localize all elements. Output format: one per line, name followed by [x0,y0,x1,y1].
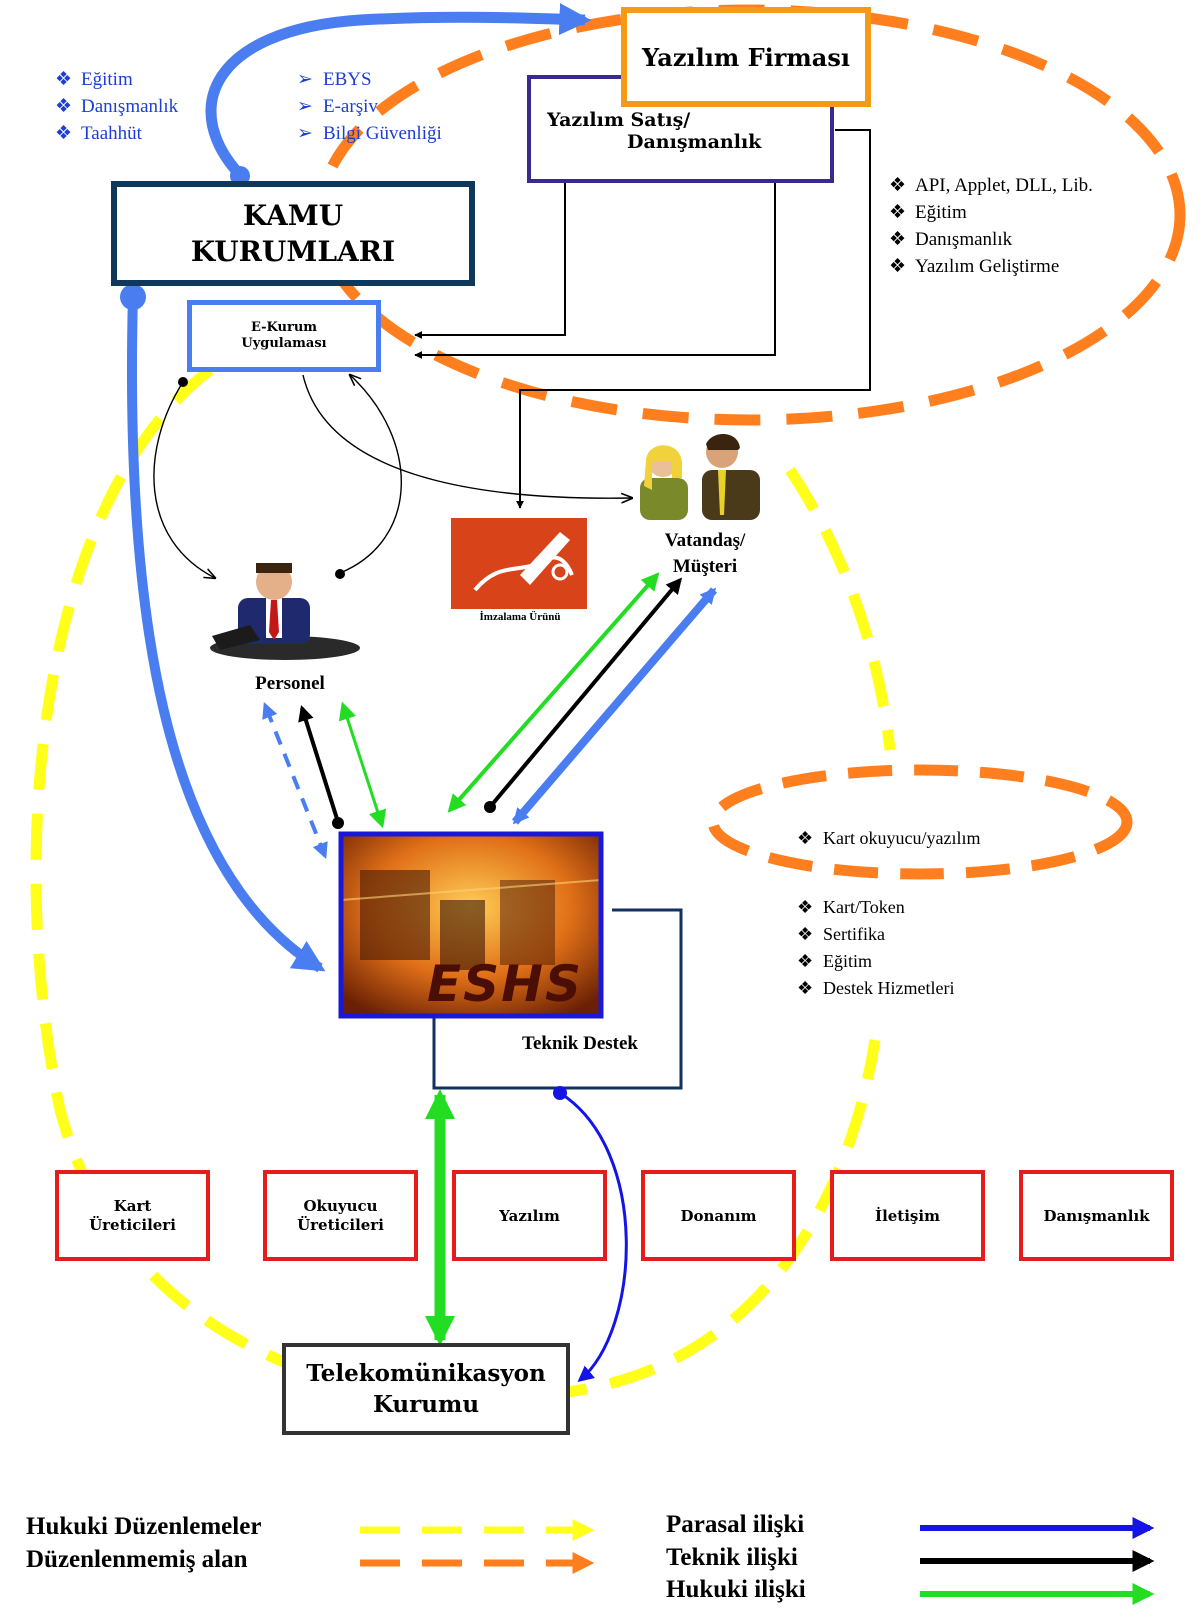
eshs-service-item: ❖Destek Hizmetleri [797,975,954,1002]
diamond-bullet-icon: ❖ [797,897,814,917]
node-kamu-kurumlari: KAMU KURUMLARI [111,181,475,286]
diamond-bullet-icon: ❖ [797,828,814,848]
node-telekom-line1: Telekomünikasyon [306,1360,546,1387]
arrow-satis-to-imzalama [516,129,871,509]
arrow-ekurum-to-personel [153,381,215,578]
dot-personel-right [335,569,345,579]
legend-hukuki-iliski: Hukuki ilişki [666,1576,806,1603]
vatandas-figure [640,433,760,520]
kamu-services-list: ❖Eğitim ❖Danışmanlık ❖Taahhüt [55,66,178,147]
arrow-kamu-to-firma [205,3,592,179]
unregulated-area-card-reader [707,764,1133,880]
node-yazilim-firmasi-front-label: Yazılım Firması [642,42,850,72]
kamu-products-list: ➢EBYS ➢E-arşiv ➢Bilgi Güvenliği [297,66,442,147]
diamond-bullet-icon: ❖ [889,202,907,223]
arrow-eshs-to-personel-black [298,704,340,823]
arrow-kamu-to-eshs [126,294,326,973]
vatandas-label-line2: Müşteri [672,556,738,577]
diamond-bullet-icon: ❖ [889,175,907,196]
arrow-eshs-personel-green [338,701,387,829]
diamond-bullet-icon: ❖ [797,924,814,944]
card-reader-list: ❖Kart okuyucu/yazılım [797,825,980,852]
dot-kamu-bottom [120,284,146,310]
firma-service-item: ❖Danışmanlık [889,226,1093,253]
node-telekom-line2: Kurumu [372,1391,480,1418]
vatandas-label: Vatandaş/ Müşteri [630,528,780,580]
personel-figure [210,563,360,660]
firma-service-item: ❖API, Applet, DLL, Lib. [889,172,1093,199]
dot-teknik-telekom [553,1086,567,1100]
kamu-service-item: ❖Danışmanlık [55,93,178,120]
provider-danismanlik: Danışmanlık [1019,1170,1174,1261]
legend-duzenlenmemis-alan: Düzenlenmemiş alan [26,1546,248,1573]
personel-label: Personel [255,673,325,694]
arrow-satis-to-ekurum-1 [414,182,566,339]
node-yazilim-satis-line2: Danışmanlık [627,131,762,153]
arrowhead-bullet-icon: ➢ [297,69,313,90]
imzalama-icon [451,518,587,609]
diamond-bullet-icon: ❖ [55,69,73,90]
legend-teknik-iliski: Teknik ilişki [666,1544,798,1571]
teknik-destek-outline [432,908,683,1090]
arrow-satis-to-ekurum-2 [414,182,776,359]
arrowhead-bullet-icon: ➢ [297,96,313,117]
diamond-bullet-icon: ❖ [797,951,814,971]
diamond-bullet-icon: ❖ [889,229,907,250]
node-ekurum: E-Kurum Uygulaması [187,300,381,372]
node-kamu-line2: KURUMLARI [190,234,396,268]
eshs-service-item: ❖Eğitim [797,948,954,975]
kamu-product-item: ➢EBYS [297,66,442,93]
arrow-eshs-vatandas-blue [511,587,718,825]
diamond-bullet-icon: ❖ [55,123,73,144]
dot-eshs-vatandas [484,801,496,813]
node-telekom: Telekomünikasyon Kurumu [282,1343,570,1435]
diamond-bullet-icon: ❖ [55,96,73,117]
node-ekurum-line1: E-Kurum [250,320,318,335]
legal-regulation-boundary-right [785,466,896,751]
node-yazilim-satis-line1: Yazılım Satış/ [547,109,691,131]
eshs-label: ESHS [426,955,584,1013]
teknik-destek-label: Teknik Destek [522,1033,638,1054]
eshs-service-item: ❖Sertifika [797,921,954,948]
firma-service-item: ❖Yazılım Geliştirme [889,253,1093,280]
dot-eshs-personel [332,817,344,829]
firma-services-list: ❖API, Applet, DLL, Lib. ❖Eğitim ❖Danışma… [889,172,1093,280]
vatandas-label-line1: Vatandaş/ [664,530,746,551]
arrowhead-bullet-icon: ➢ [297,123,313,144]
diamond-bullet-icon: ❖ [797,978,814,998]
provider-iletisim: İletişim [830,1170,985,1261]
arrow-personel-to-ekurum [339,375,402,574]
eshs-services-list: ❖Kart/Token ❖Sertifika ❖Eğitim ❖Destek H… [797,894,954,1002]
card-reader-item: ❖Kart okuyucu/yazılım [797,825,980,852]
imzalama-label: İmzalama Ürünü [479,611,561,623]
eshs-service-item: ❖Kart/Token [797,894,954,921]
firma-service-item: ❖Eğitim [889,199,1093,226]
diamond-bullet-icon: ❖ [889,256,907,277]
provider-donanim: Donanım [641,1170,796,1261]
dot-ekurum-left [178,377,188,387]
legend-hukuki-duzenlemeler: Hukuki Düzenlemeler [26,1513,262,1540]
node-kamu-line1: KAMU [242,198,344,232]
legend-parasal-iliski: Parasal ilişki [666,1511,805,1538]
kamu-service-item: ❖Taahhüt [55,120,178,147]
provider-yazilim: Yazılım [452,1170,607,1261]
node-ekurum-line2: Uygulaması [241,336,327,351]
eshs-image [338,831,604,1019]
arrow-ekurum-to-vatandas [302,374,632,498]
arrow-teknik-to-telekom-blue [559,1091,628,1383]
node-yazilim-firmasi-front: Yazılım Firması [621,7,871,107]
legal-regulation-boundary [30,365,881,1405]
kamu-product-item: ➢Bilgi Güvenliği [297,120,442,147]
kamu-product-item: ➢E-arşiv [297,93,442,120]
kamu-service-item: ❖Eğitim [55,66,178,93]
arrow-eshs-to-personel-blue [262,702,328,859]
